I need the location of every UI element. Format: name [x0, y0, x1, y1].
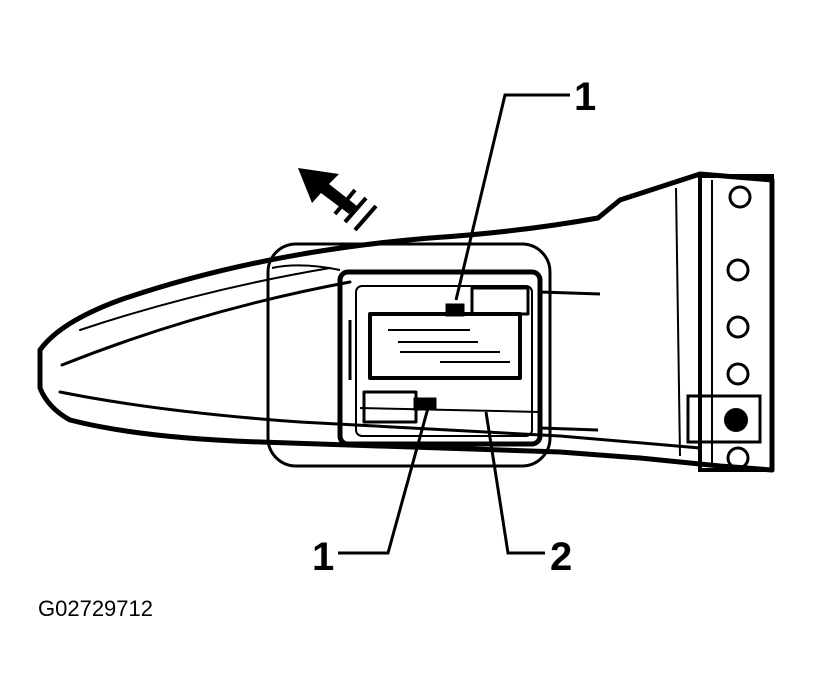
leader-line-bottom-right	[484, 411, 545, 555]
recess-outline	[266, 242, 552, 468]
leader-lines	[338, 93, 570, 555]
recess-contour	[271, 264, 341, 271]
arrow-motion-line	[343, 196, 368, 224]
callout-label-bottom-right: 2	[550, 535, 572, 579]
direction-arrow	[298, 168, 378, 232]
mounting-hole	[726, 315, 750, 339]
armrest-contour-line	[79, 267, 331, 331]
upper-release-tab	[445, 303, 465, 317]
figure-code: G02729712	[38, 596, 153, 621]
trim-line	[539, 426, 599, 432]
bracket-tab	[686, 394, 762, 444]
switch-recess	[266, 242, 601, 468]
screw-head	[724, 408, 748, 432]
housing-bottom-rib	[359, 407, 541, 413]
arrow-motion-line	[333, 188, 357, 216]
housing-frame	[337, 269, 543, 447]
bracket-fold-line	[675, 187, 681, 457]
callout-label-top: 1	[574, 75, 596, 119]
switch-housing	[337, 269, 543, 447]
mounting-hole	[726, 362, 750, 386]
arrow-motion-line	[353, 204, 378, 232]
armrest-body	[37, 171, 775, 473]
switch-module	[368, 312, 522, 380]
armrest-inner-contour	[60, 280, 352, 367]
mounting-hole	[726, 258, 750, 282]
lower-release-tab	[413, 397, 437, 411]
lower-connector	[362, 390, 418, 424]
mounting-bracket	[675, 174, 774, 472]
armrest-lower-edge	[58, 390, 702, 450]
leader-line-bottom-left	[338, 407, 430, 555]
mounting-hole	[726, 446, 750, 470]
leader-line-top	[454, 93, 570, 301]
housing-inner-frame	[355, 285, 533, 437]
mounting-hole	[728, 185, 752, 209]
bracket-plate	[698, 174, 774, 472]
armrest-outline	[37, 171, 775, 473]
callout-label-bottom-left: 1	[312, 535, 334, 579]
trim-line	[539, 290, 601, 296]
arrow-head	[298, 168, 357, 214]
upper-connector	[470, 286, 530, 316]
